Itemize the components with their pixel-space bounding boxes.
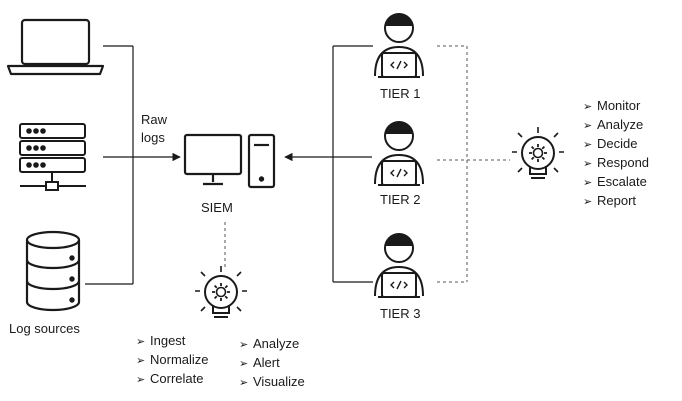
siem-label: SIEM: [201, 200, 233, 215]
arrow-bullet-icon: ➢: [583, 196, 593, 208]
list-item-label: Report: [597, 193, 637, 208]
analyst-functions-list: ➢ Monitor ➢ Analyze ➢ Decide ➢ Respond ➢ Escalate…: [583, 96, 649, 210]
arrow-bullet-icon: ➢: [239, 358, 249, 370]
list-item: ➢ Normalize: [136, 350, 209, 369]
log-sources-connector: [85, 45, 134, 285]
list-item: ➢ Correlate: [136, 369, 209, 388]
list-item-label: Analyze: [253, 336, 300, 351]
list-item-label: Decide: [597, 136, 638, 151]
list-item-label: Visualize: [253, 374, 305, 389]
list-item-label: Correlate: [150, 371, 204, 386]
tier3-label: TIER 3: [380, 306, 421, 321]
list-item-label: Alert: [253, 355, 280, 370]
raw-logs-label-line1: Raw: [141, 112, 168, 127]
list-item-label: Escalate: [597, 174, 647, 189]
list-item-label: Analyze: [597, 117, 644, 132]
list-item: ➢ Visualize: [239, 372, 305, 391]
tier2-label: TIER 2: [380, 192, 421, 207]
analyst-tier2-icon: [374, 121, 424, 186]
analyst-tier3-icon: [374, 233, 424, 298]
arrow-bullet-icon: ➢: [136, 336, 146, 348]
list-item: ➢ Analyze: [239, 334, 305, 353]
siem-functions-list-1: ➢ Ingest ➢ Normalize ➢ Correlate: [136, 331, 209, 388]
list-item-label: Normalize: [150, 352, 209, 367]
list-item: ➢ Escalate: [583, 172, 649, 191]
list-item: ➢ Report: [583, 191, 649, 210]
database-icon: [25, 230, 81, 312]
lightbulb-gear-icon-siem: [195, 266, 247, 318]
siem-functions-list-2: ➢ Analyze ➢ Alert ➢ Visualize: [239, 334, 305, 391]
analyst-tier1-icon: [374, 13, 424, 78]
raw-logs-label-line2: logs: [141, 130, 165, 145]
arrow-bullet-icon: ➢: [583, 101, 593, 113]
laptop-icon: [6, 18, 105, 76]
list-item: ➢ Monitor: [583, 96, 649, 115]
list-item: ➢ Analyze: [583, 115, 649, 134]
server-rack-icon: [19, 123, 86, 191]
list-item-label: Respond: [597, 155, 650, 170]
dashed-links: [224, 45, 510, 283]
arrow-bullet-icon: ➢: [583, 177, 593, 189]
arrow-bullet-icon: ➢: [136, 355, 146, 367]
siem-workstation-icon: [183, 133, 276, 189]
tiers-connector: [332, 45, 373, 283]
arrow-bullet-icon: ➢: [583, 158, 593, 170]
list-item-label: Ingest: [150, 333, 186, 348]
arrow-bullet-icon: ➢: [239, 339, 249, 351]
arrow-bullet-icon: ➢: [583, 139, 593, 151]
arrow-bullet-icon: ➢: [583, 120, 593, 132]
arrow-bullet-icon: ➢: [239, 377, 249, 389]
list-item: ➢ Alert: [239, 353, 305, 372]
list-item: ➢ Respond: [583, 153, 649, 172]
list-item-label: Monitor: [597, 98, 641, 113]
list-item: ➢ Ingest: [136, 331, 209, 350]
log-sources-label: Log sources: [9, 321, 80, 336]
lightbulb-gear-icon-analysts: [512, 127, 564, 179]
arrow-bullet-icon: ➢: [136, 374, 146, 386]
tier1-label: TIER 1: [380, 86, 421, 101]
list-item: ➢ Decide: [583, 134, 649, 153]
